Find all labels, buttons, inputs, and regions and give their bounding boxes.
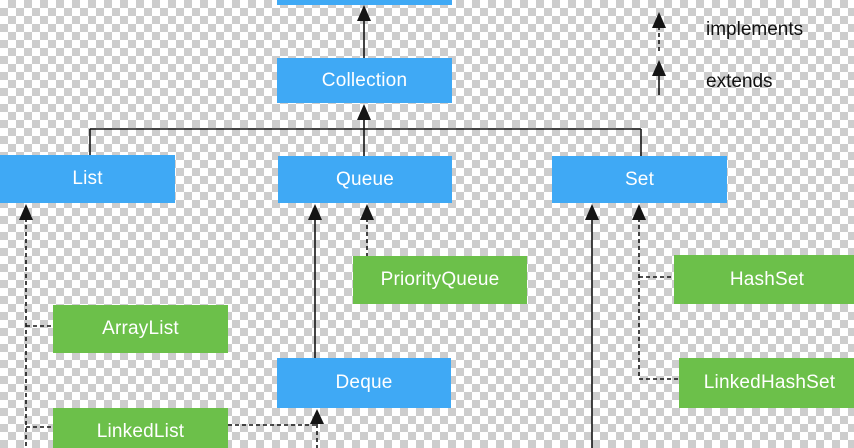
node-label: Queue	[335, 168, 395, 190]
node-set[interactable]: Set	[552, 156, 727, 203]
node-arraylist[interactable]: ArrayList	[53, 305, 228, 353]
node-list[interactable]: List	[0, 155, 175, 203]
legend-extends-label: extends	[706, 71, 773, 92]
node-label: List	[72, 168, 103, 189]
node-label: LinkedHashSet	[703, 372, 836, 393]
node-label: Deque	[335, 372, 393, 393]
legend-implements-label: implements	[706, 19, 804, 40]
node-label: PriorityQueue	[380, 269, 500, 290]
node-queue[interactable]: Queue	[278, 156, 452, 203]
node-hashset[interactable]: HashSet	[674, 255, 854, 304]
node-priorityqueue[interactable]: PriorityQueue	[353, 256, 527, 304]
node-deque[interactable]: Deque	[277, 358, 451, 408]
node-label: ArrayList	[102, 318, 179, 339]
node-label: Set	[624, 168, 655, 190]
node-linkedlist[interactable]: LinkedList	[53, 408, 228, 448]
node-label: Collection	[321, 69, 408, 91]
node-label: LinkedList	[96, 421, 185, 442]
node-linkedhashset[interactable]: LinkedHashSet	[679, 358, 854, 408]
node-root-partial[interactable]	[277, 0, 452, 5]
node-collection[interactable]: Collection	[277, 58, 452, 103]
node-label: HashSet	[729, 268, 805, 290]
